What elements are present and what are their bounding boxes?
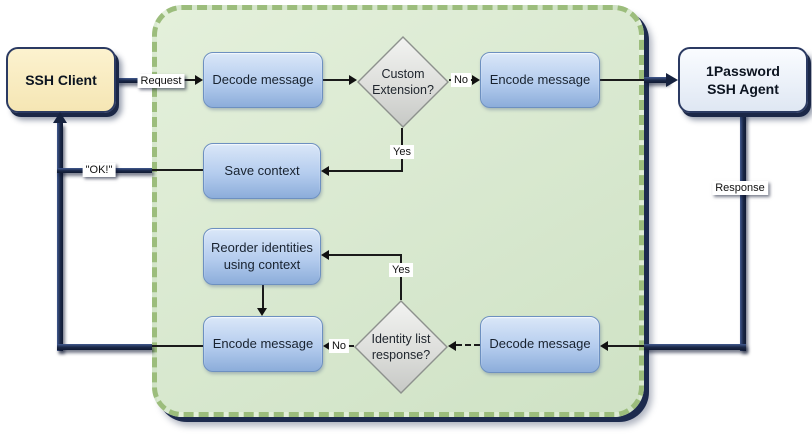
connector-request-bus — [116, 78, 152, 83]
connector-identity-yes-vertical — [400, 255, 402, 300]
edge-label-no-top: No — [450, 73, 472, 87]
arrowhead-into-reorder-icon — [321, 250, 329, 260]
arrowhead-into-encode-bottom-top-icon — [257, 308, 267, 316]
connector-encode-top-out — [600, 79, 644, 81]
encode-message-top-label: Encode message — [489, 71, 591, 87]
connector-encode-to-agent-bus — [644, 77, 668, 83]
connector-encode-bottom-bus — [57, 344, 152, 350]
save-context-label: Save context — [224, 162, 300, 178]
node-1password-ssh-agent: 1Password SSH Agent — [678, 47, 808, 113]
identity-list-response-label: Identity list response? — [371, 331, 431, 362]
connector-agent-response-vertical — [740, 113, 746, 351]
encode-message-bottom-label: Encode message — [212, 335, 314, 351]
edge-label-response: Response — [712, 181, 768, 195]
custom-extension-label: Custom Extension? — [372, 66, 434, 97]
connector-identity-yes-horizontal — [329, 254, 402, 256]
connector-reorder-to-encode — [262, 285, 264, 308]
node-encode-message-top: Encode message — [480, 52, 600, 108]
node-save-context: Save context — [203, 143, 321, 199]
connector-decode-bottom-in — [608, 345, 644, 347]
connector-decode-bottom-to-identity — [456, 344, 480, 346]
connector-decode-to-custom — [323, 79, 350, 81]
edge-label-yes-top: Yes — [390, 145, 414, 159]
agent-label-line1: 1Password — [706, 62, 780, 79]
arrowhead-into-decode-top-icon — [195, 75, 203, 85]
ssh-client-label: SSH Client — [25, 71, 97, 88]
reorder-identities-label: Reorder identities using context — [211, 240, 313, 272]
arrowhead-into-custom-diamond-icon — [349, 75, 357, 85]
edge-label-ok: "OK!" — [82, 163, 116, 177]
arrowhead-into-save-context-icon — [321, 166, 329, 176]
node-decode-message-bottom: Decode message — [480, 316, 600, 373]
node-encode-message-bottom: Encode message — [203, 316, 323, 372]
node-ssh-client: SSH Client — [6, 47, 116, 113]
decision-custom-extension: Custom Extension? — [357, 36, 449, 128]
arrowhead-into-decode-bottom-icon — [600, 341, 608, 351]
arrowhead-into-agent-icon — [666, 73, 678, 87]
custom-diamond-fill: Custom Extension? — [359, 38, 447, 126]
decode-message-bottom-label: Decode message — [489, 336, 591, 352]
connector-encode-bottom-out — [152, 345, 203, 347]
arrowhead-into-client-icon — [53, 112, 67, 123]
edge-label-no-bottom: No — [328, 339, 350, 353]
identity-diamond-fill: Identity list response? — [356, 302, 446, 392]
connector-agent-response-horizontal — [644, 344, 746, 350]
node-reorder-identities: Reorder identities using context — [203, 228, 321, 285]
connector-custom-yes-horizontal — [329, 170, 403, 172]
arrowhead-into-encode-top-icon — [472, 75, 480, 85]
edge-label-request: Request — [137, 74, 185, 88]
edge-label-yes-bottom: Yes — [389, 263, 413, 277]
arrowhead-into-encode-bottom-icon — [323, 341, 331, 351]
arrowhead-into-identity-diamond-icon — [448, 341, 456, 351]
connector-client-return-vertical — [57, 123, 63, 351]
agent-label-line2: SSH Agent — [707, 81, 779, 97]
node-decode-message-top: Decode message — [203, 52, 323, 108]
decision-identity-list-response: Identity list response? — [354, 300, 448, 394]
connector-save-context-out — [152, 169, 203, 171]
decode-message-top-label: Decode message — [212, 71, 314, 87]
